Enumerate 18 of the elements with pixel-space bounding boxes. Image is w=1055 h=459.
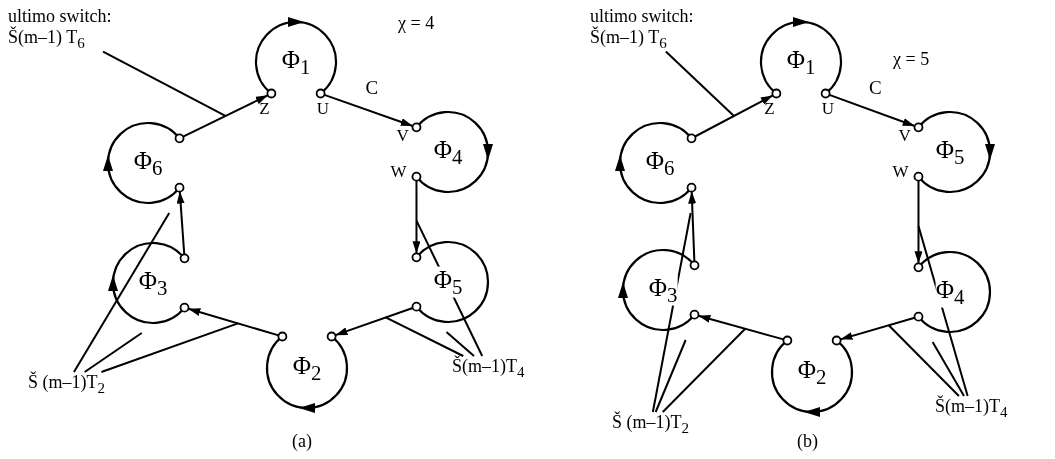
parameter-label: χ = 4 bbox=[398, 14, 435, 32]
terminal-label: V bbox=[396, 127, 409, 145]
annotation-label: Š(m–1) T$_{6}$ bbox=[590, 26, 668, 52]
phase-label: Φ$_{5}$ bbox=[433, 266, 463, 298]
phase-label: Φ$_{3}$ bbox=[648, 274, 678, 306]
terminal-label: U bbox=[821, 99, 834, 117]
annotation-label: ultimo switch: bbox=[8, 6, 112, 26]
terminal-label: W bbox=[390, 162, 407, 180]
terminal-label: U bbox=[316, 99, 329, 117]
terminal-label: V bbox=[898, 127, 911, 145]
terminal-label: W bbox=[892, 162, 909, 180]
parameter-label: χ = 5 bbox=[893, 50, 930, 68]
terminal-label: Z bbox=[259, 99, 270, 117]
panel-label: (b) bbox=[797, 432, 818, 450]
panel-label: (a) bbox=[292, 432, 312, 450]
annotation-label: ultimo switch: bbox=[590, 6, 694, 26]
terminal-label: Z bbox=[764, 99, 775, 117]
annotation-label: Š(m–1) T$_{6}$ bbox=[8, 26, 86, 52]
